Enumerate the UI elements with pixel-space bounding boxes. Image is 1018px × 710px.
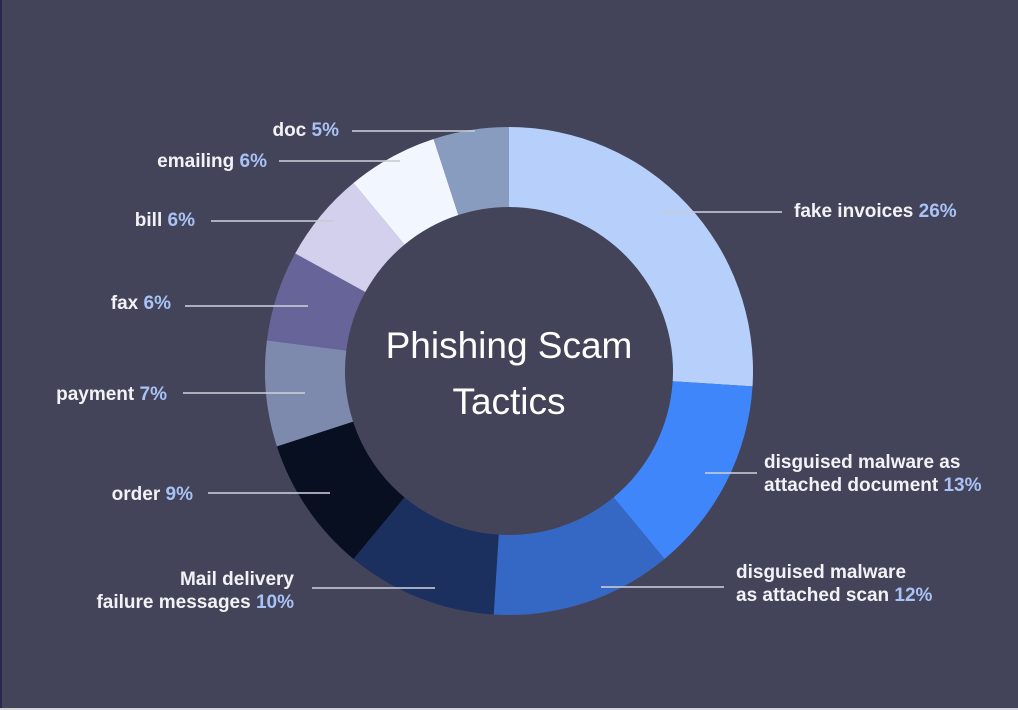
donut-slice-disguised-malware-as-attached-document xyxy=(613,381,753,560)
label-percent: 5% xyxy=(311,120,339,141)
donut-slices xyxy=(264,127,753,615)
label-percent: 6% xyxy=(239,151,267,172)
label-text: doc xyxy=(272,120,307,141)
donut-slice-disguised-malware-as-attached-scan xyxy=(493,497,665,615)
label-emailing: emailing 6% xyxy=(157,150,267,173)
label-malware-document: disguised malware as attached document 1… xyxy=(764,451,982,497)
donut-slice-emailing xyxy=(353,138,459,245)
label-text: fax xyxy=(110,293,139,314)
label-text: bill xyxy=(134,210,163,231)
chart-title-line-2: Tactics xyxy=(452,381,566,422)
donut-slice-payment xyxy=(264,340,354,447)
label-doc: doc 5% xyxy=(272,119,339,142)
label-text-line-2: failure messages xyxy=(96,592,251,613)
label-percent: 13% xyxy=(943,475,982,496)
label-percent: 10% xyxy=(255,592,294,613)
label-fake-invoices: fake invoices 26% xyxy=(794,200,957,223)
label-text-line-1: Mail delivery xyxy=(179,569,294,590)
label-percent: 9% xyxy=(165,484,193,505)
chart-title: Phishing Scam Tactics xyxy=(339,318,679,430)
donut-slice-fake-invoices xyxy=(509,127,753,387)
label-text-line-2: attached document xyxy=(764,475,939,496)
leader-lines xyxy=(183,130,782,589)
label-malware-scan: disguised malware as attached scan 12% xyxy=(736,561,932,607)
label-text: emailing xyxy=(157,151,235,172)
label-percent: 12% xyxy=(894,585,933,606)
label-text: fake invoices xyxy=(794,201,914,222)
label-text: order xyxy=(111,484,161,505)
label-text-line-1: disguised malware as xyxy=(764,452,961,473)
label-payment: payment 7% xyxy=(56,383,167,406)
donut-slice-mail-delivery-failure-messages xyxy=(353,497,499,615)
label-text: payment xyxy=(56,384,135,405)
label-percent: 26% xyxy=(918,201,957,222)
label-bill: bill 6% xyxy=(135,209,195,232)
label-text-line-1: disguised malware xyxy=(736,562,907,583)
label-order: order 9% xyxy=(112,483,193,506)
label-fax: fax 6% xyxy=(111,292,171,315)
label-percent: 6% xyxy=(143,293,171,314)
donut-slice-bill xyxy=(295,182,405,292)
donut-slice-doc xyxy=(433,127,509,216)
donut-slice-fax xyxy=(266,253,366,351)
chart-title-line-1: Phishing Scam xyxy=(385,325,633,366)
bottom-border xyxy=(0,708,1018,710)
label-percent: 7% xyxy=(139,384,167,405)
label-text-line-2: as attached scan xyxy=(736,585,890,606)
label-percent: 6% xyxy=(167,210,195,231)
donut-slice-order xyxy=(276,421,405,560)
label-mail-delivery: Mail delivery failure messages 10% xyxy=(96,568,294,614)
